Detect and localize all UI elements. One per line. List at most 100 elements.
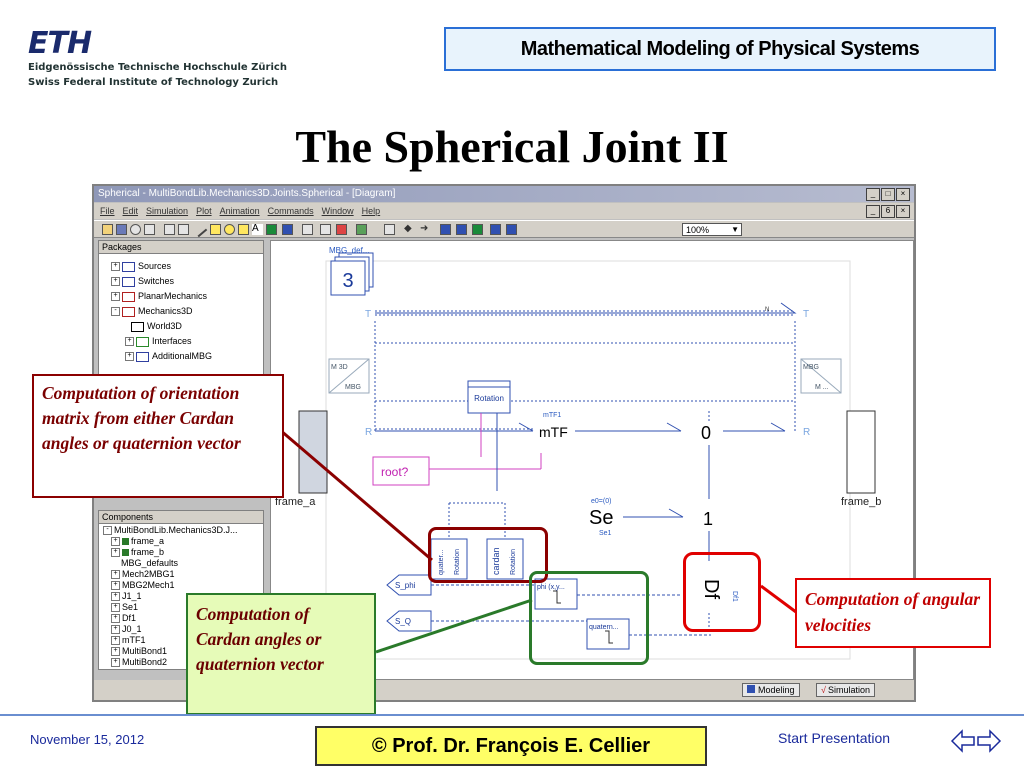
component-item[interactable]: +Se1 bbox=[111, 602, 138, 613]
component-item[interactable]: +Mech2MBG1 bbox=[111, 569, 175, 580]
start-presentation-link[interactable]: Start Presentation bbox=[778, 730, 891, 746]
fold-toggle[interactable]: + bbox=[111, 570, 120, 580]
close-button[interactable]: × bbox=[896, 188, 910, 201]
tree-item-interfaces[interactable]: +Interfaces bbox=[125, 336, 192, 347]
fold-toggle[interactable]: + bbox=[111, 277, 120, 287]
zoom-select[interactable]: 100%▼ bbox=[682, 223, 742, 236]
modeling-tab[interactable]: Modeling bbox=[742, 683, 800, 697]
check-icon[interactable] bbox=[356, 224, 367, 235]
tree-item-world3d[interactable]: World3D bbox=[131, 321, 182, 332]
mech2mbg-block[interactable]: M 3D MBG bbox=[328, 358, 370, 394]
text-icon[interactable] bbox=[178, 224, 189, 235]
fold-toggle[interactable]: + bbox=[111, 262, 120, 272]
minimize-button[interactable]: _ bbox=[866, 188, 880, 201]
fold-toggle[interactable]: + bbox=[111, 658, 120, 668]
grid-icon[interactable] bbox=[320, 224, 331, 235]
menu-file[interactable]: File bbox=[100, 206, 115, 216]
forward-arrow-icon[interactable]: ➜ bbox=[420, 223, 429, 234]
back-arrow-icon[interactable]: ◆ bbox=[404, 223, 412, 234]
component-item[interactable]: +mTF1 bbox=[111, 635, 146, 646]
menu-window[interactable]: Window bbox=[321, 206, 354, 216]
help-pointer-icon[interactable] bbox=[164, 224, 175, 235]
open-icon[interactable] bbox=[102, 224, 113, 235]
quatern-block[interactable]: quatern... bbox=[586, 618, 630, 650]
fold-toggle[interactable]: + bbox=[111, 625, 120, 635]
component-item[interactable]: MBG_defaults bbox=[121, 558, 178, 568]
menu-help[interactable]: Help bbox=[361, 206, 381, 216]
component-item[interactable]: +Df1 bbox=[111, 613, 136, 624]
fold-toggle[interactable]: - bbox=[103, 526, 112, 536]
component-item[interactable]: +frame_b bbox=[111, 547, 164, 558]
fill-color-icon[interactable] bbox=[266, 224, 277, 235]
menu-plot[interactable]: Plot bbox=[196, 206, 212, 216]
nav-arrows-icon[interactable] bbox=[950, 726, 1002, 756]
component-item[interactable]: +frame_a bbox=[111, 536, 164, 547]
paint-icon[interactable] bbox=[302, 224, 313, 235]
save-icon[interactable] bbox=[116, 224, 127, 235]
tree-item-mechanics3d[interactable]: -Mechanics3D bbox=[111, 306, 193, 317]
phi-block[interactable]: phi (x,y... bbox=[534, 578, 578, 610]
diagram-tool-icon[interactable] bbox=[384, 224, 395, 235]
documentation-icon[interactable] bbox=[506, 224, 517, 235]
fold-toggle[interactable]: + bbox=[111, 614, 120, 624]
fold-toggle[interactable]: + bbox=[125, 337, 134, 347]
fold-toggle[interactable]: - bbox=[111, 307, 120, 317]
maximize-button[interactable]: □ bbox=[881, 188, 895, 201]
r-bond[interactable]: R R bbox=[365, 422, 810, 438]
rectangle-tool-icon[interactable] bbox=[210, 224, 221, 235]
component-item[interactable]: +MultiBond1 bbox=[111, 646, 167, 657]
fold-toggle[interactable]: + bbox=[111, 647, 120, 657]
tree-item-planarmechanics[interactable]: +PlanarMechanics bbox=[111, 291, 207, 302]
doc-minimize-button[interactable]: _ bbox=[866, 205, 880, 218]
one-junction[interactable]: 1 bbox=[703, 509, 713, 529]
doc-restore-button[interactable]: 6 bbox=[881, 205, 895, 218]
cardan-rotation-block[interactable]: cardan Rotation bbox=[486, 538, 524, 580]
root-block[interactable]: root? bbox=[372, 456, 430, 486]
mtf-element[interactable]: mTF1 mTF bbox=[539, 412, 682, 440]
component-root[interactable]: -MultiBondLib.Mechanics3D.J... bbox=[103, 525, 238, 536]
tree-item-additionalmbg[interactable]: +AdditionalMBG bbox=[125, 351, 212, 362]
menu-simulation[interactable]: Simulation bbox=[146, 206, 189, 216]
fold-toggle[interactable]: + bbox=[111, 603, 120, 613]
info-icon[interactable] bbox=[472, 224, 483, 235]
rotation-block[interactable]: Rotation bbox=[467, 380, 511, 414]
line-color-icon[interactable] bbox=[282, 224, 293, 235]
df-element[interactable]: Df Df1 bbox=[700, 579, 738, 602]
t-bond[interactable]: T T N bbox=[365, 302, 809, 320]
prev-arrow-icon[interactable] bbox=[950, 729, 975, 753]
doc-close-button[interactable]: × bbox=[896, 205, 910, 218]
quaternion-rotation-block[interactable]: quater... Rotation bbox=[430, 538, 468, 580]
simulation-tab[interactable]: √Simulation bbox=[816, 683, 875, 697]
fold-toggle[interactable]: + bbox=[111, 537, 120, 547]
connect-icon[interactable] bbox=[336, 224, 347, 235]
se-element[interactable]: e0=(0) Se Se1 bbox=[589, 498, 684, 537]
icon-view-icon[interactable] bbox=[440, 224, 451, 235]
search-icon[interactable] bbox=[130, 224, 141, 235]
fold-toggle[interactable]: + bbox=[111, 292, 120, 302]
mbg2mech-block[interactable]: MBG M ... bbox=[800, 358, 842, 394]
diagram-view-icon[interactable] bbox=[456, 224, 467, 235]
frame-b-shape[interactable] bbox=[846, 410, 876, 494]
component-item[interactable]: +J0_1 bbox=[111, 624, 142, 635]
fold-toggle[interactable]: + bbox=[111, 581, 120, 591]
next-arrow-icon[interactable] bbox=[977, 729, 1002, 753]
tree-item-switches[interactable]: +Switches bbox=[111, 276, 174, 287]
menu-animation[interactable]: Animation bbox=[219, 206, 260, 216]
fold-toggle[interactable]: + bbox=[125, 352, 134, 362]
component-item[interactable]: +MBG2Mech1 bbox=[111, 580, 175, 591]
menu-commands[interactable]: Commands bbox=[267, 206, 314, 216]
text-view-icon[interactable] bbox=[490, 224, 501, 235]
polygon-tool-icon[interactable] bbox=[238, 224, 249, 235]
mbg-defaults-block[interactable]: 3 MBG_def... bbox=[329, 246, 374, 296]
fold-toggle[interactable]: + bbox=[111, 636, 120, 646]
fold-toggle[interactable]: + bbox=[111, 548, 120, 558]
component-item[interactable]: +J1_1 bbox=[111, 591, 142, 602]
menu-edit[interactable]: Edit bbox=[122, 206, 139, 216]
fold-toggle[interactable]: + bbox=[111, 592, 120, 602]
tree-item-sources[interactable]: +Sources bbox=[111, 261, 171, 272]
print-icon[interactable] bbox=[144, 224, 155, 235]
ellipse-tool-icon[interactable] bbox=[224, 224, 235, 235]
zero-junction[interactable]: 0 bbox=[701, 422, 786, 443]
text-tool-icon[interactable]: A bbox=[252, 224, 263, 235]
component-item[interactable]: +MultiBond2 bbox=[111, 657, 167, 668]
